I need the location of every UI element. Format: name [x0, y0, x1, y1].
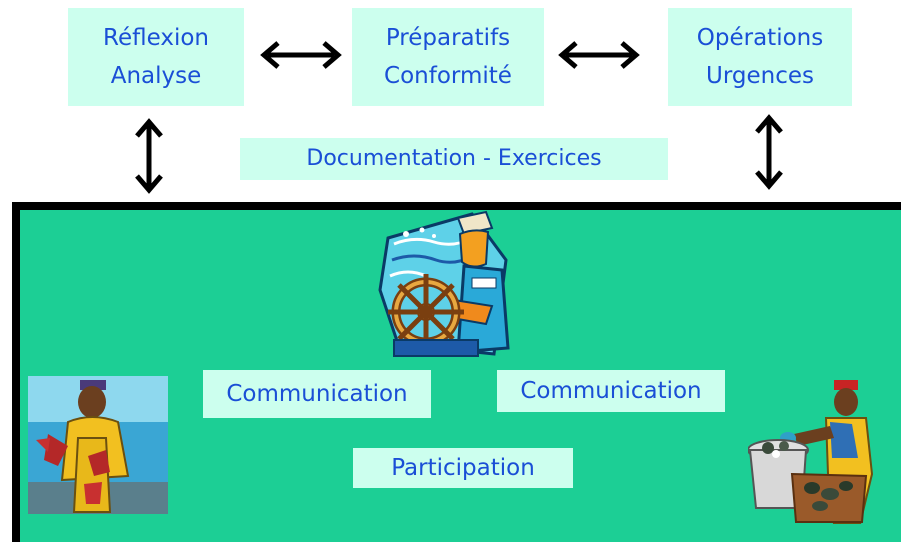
documentation-label: Documentation - Exercices [306, 146, 602, 171]
box-operations-line2: Urgences [706, 63, 814, 89]
double-arrow-vertical-right [755, 114, 783, 190]
box-reflexion-line1: Réflexion [103, 25, 209, 51]
box-preparatifs-conformite: Préparatifs Conformité [352, 8, 544, 106]
box-preparatifs-line2: Conformité [384, 63, 512, 89]
communication-right-text: Communication [520, 378, 702, 404]
fisherman-with-bucket-illustration [748, 380, 874, 524]
double-arrow-vertical-left [135, 118, 163, 194]
box-reflexion-line2: Analyse [110, 63, 202, 89]
box-reflexion-analyse: Réflexion Analyse [68, 8, 244, 106]
fisherman-with-lobster-illustration [28, 376, 168, 514]
participation-label: Participation [353, 448, 573, 488]
communication-label-left: Communication [203, 370, 431, 418]
box-documentation-exercices: Documentation - Exercices [240, 138, 668, 180]
box-operations-line1: Opérations [696, 25, 824, 51]
communication-label-right: Communication [497, 370, 725, 412]
double-arrow-horizontal-right [558, 41, 640, 69]
participation-text: Participation [391, 455, 535, 481]
box-operations-urgences: Opérations Urgences [668, 8, 852, 106]
box-preparatifs-line1: Préparatifs [385, 25, 511, 51]
captain-at-wheel-illustration [378, 210, 510, 357]
double-arrow-horizontal-left [260, 41, 342, 69]
communication-left-text: Communication [226, 381, 408, 407]
